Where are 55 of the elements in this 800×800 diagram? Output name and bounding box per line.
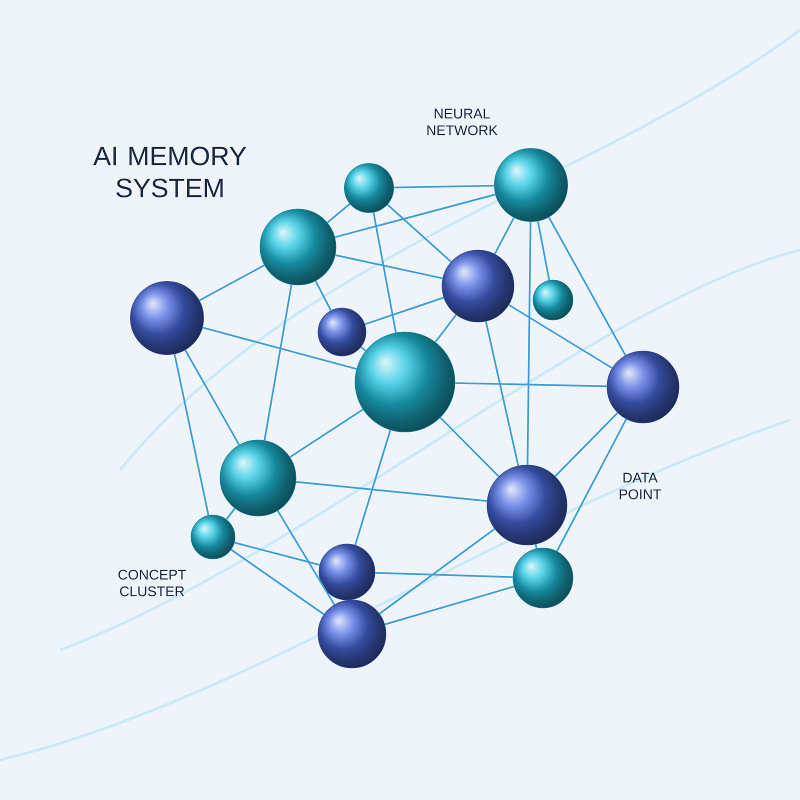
link-line [455,382,607,388]
link-line [375,572,513,578]
sphere [494,148,568,222]
link-line [264,284,292,440]
link-line [354,430,392,546]
sphere [318,308,366,356]
link-line [364,296,444,326]
link-line [230,549,324,616]
link-line [335,254,443,280]
link-line [485,321,520,466]
link-line [360,346,366,352]
link-line [526,222,532,465]
sphere [532,280,574,320]
link-line [534,544,538,549]
link-line [440,417,500,478]
link-line [384,586,514,626]
callout-label: NEURAL NETWORK [427,108,498,136]
link-line [226,508,236,520]
link-line [314,280,332,311]
link-line [184,350,240,446]
link-line [548,216,626,356]
link-line [434,314,457,343]
sphere [318,544,376,600]
sphere [512,548,574,608]
sphere [354,332,456,432]
link-line [394,184,494,188]
sphere [486,464,568,546]
sphere [220,440,296,516]
sphere [130,281,204,355]
link-line [199,264,265,302]
link-line [556,418,627,552]
sphere [190,514,236,560]
link-line [277,510,336,606]
sphere [318,600,386,668]
callout-label: CONCEPT CLUSTER [118,570,186,596]
callout-label: DATA POINT [620,472,662,500]
link-line [554,412,618,477]
link-line [372,212,397,333]
link-line [174,354,210,516]
sphere [344,163,394,213]
link-line [508,304,613,369]
link-line [386,204,452,262]
link-line [326,203,350,224]
link-line [379,528,496,614]
link-line [537,221,550,280]
sphere [260,208,336,286]
link-line [296,480,488,502]
title: AI MEMORY SYSTEM [93,146,246,198]
link-line [494,217,515,254]
link-line [202,326,357,370]
sphere [442,250,514,322]
link-line [334,194,496,238]
link-line [290,408,364,458]
link-line [234,542,320,566]
sphere [606,350,680,424]
